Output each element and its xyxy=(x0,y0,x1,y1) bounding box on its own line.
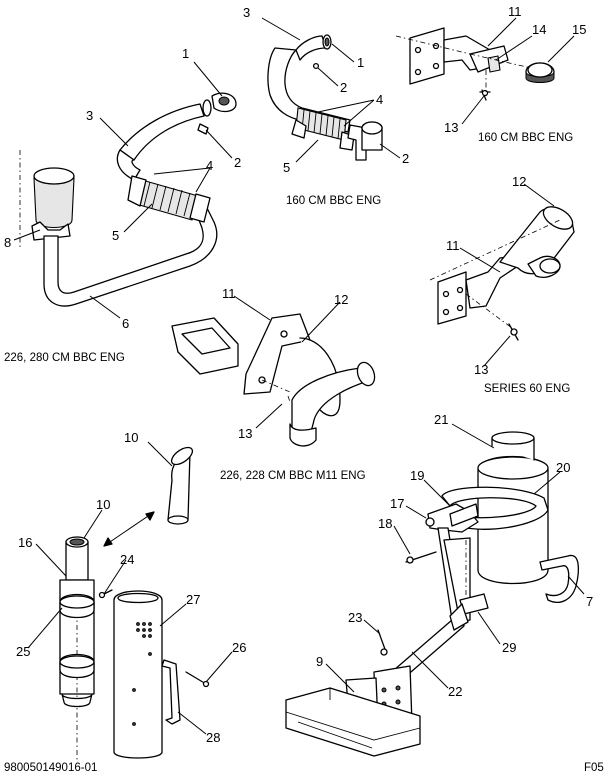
callout-25: 25 xyxy=(16,644,30,659)
callout-3: 3 xyxy=(243,5,250,20)
callout-5: 5 xyxy=(112,228,119,243)
callout-numbers: 3 1 2 4 5 2 11 14 15 13 1 3 2 4 5 8 6 12… xyxy=(4,4,593,745)
assembly-m11 xyxy=(171,313,376,447)
callout-13: 13 xyxy=(444,120,458,135)
assembly-left-exhaust-pipe xyxy=(19,92,237,307)
callout-20: 20 xyxy=(556,460,570,475)
callout-27: 27 xyxy=(186,592,200,607)
caption-160cm-right: 160 CM BBC ENG xyxy=(478,132,573,144)
callout-2: 2 xyxy=(234,155,241,170)
callout-12: 12 xyxy=(334,292,348,307)
callout-15: 15 xyxy=(572,22,586,37)
callout-6: 6 xyxy=(122,316,129,331)
callout-28: 28 xyxy=(206,730,220,745)
caption-226-280cm: 226, 280 CM BBC ENG xyxy=(4,352,125,364)
callout-7: 7 xyxy=(586,594,593,609)
callout-3: 3 xyxy=(86,108,93,123)
callout-10: 10 xyxy=(124,430,138,445)
captions: 160 CM BBC ENG 160 CM BBC ENG 226, 280 C… xyxy=(4,132,573,482)
callout-2: 2 xyxy=(340,80,347,95)
callout-24: 24 xyxy=(120,552,134,567)
bellows-left xyxy=(135,179,199,221)
caption-160cm-center: 160 CM BBC ENG xyxy=(286,195,381,207)
callout-2: 2 xyxy=(402,151,409,166)
callout-19: 19 xyxy=(410,468,424,483)
figure-code: F05 xyxy=(584,762,604,774)
callout-14: 14 xyxy=(532,22,546,37)
callout-11: 11 xyxy=(446,238,460,253)
callout-23: 23 xyxy=(348,610,362,625)
callout-26: 26 xyxy=(232,640,246,655)
callout-5: 5 xyxy=(283,160,290,175)
callout-17: 17 xyxy=(390,496,404,511)
assembly-muffler-stand xyxy=(285,431,580,757)
callout-4: 4 xyxy=(376,92,383,107)
callout-13: 13 xyxy=(474,362,488,377)
callout-18: 18 xyxy=(378,516,392,531)
callout-21: 21 xyxy=(434,412,448,427)
caption-m11: 226, 228 CM BBC M11 ENG xyxy=(220,470,366,482)
assembly-top-center-elbow xyxy=(267,34,383,161)
callout-11: 11 xyxy=(222,286,236,301)
document-number: 980050149016-01 xyxy=(4,762,97,774)
callout-13: 13 xyxy=(238,426,252,441)
callout-4: 4 xyxy=(206,158,213,173)
callout-10: 10 xyxy=(96,497,110,512)
callout-11: 11 xyxy=(508,4,522,19)
assembly-top-right-bracket xyxy=(395,27,555,101)
callout-9: 9 xyxy=(316,654,323,669)
callout-1: 1 xyxy=(182,46,189,61)
callout-1: 1 xyxy=(357,55,364,70)
callout-22: 22 xyxy=(448,684,462,699)
callout-8: 8 xyxy=(4,235,11,250)
callout-29: 29 xyxy=(502,640,516,655)
footer: 980050149016-01 F05 xyxy=(4,762,604,774)
callout-12: 12 xyxy=(512,174,526,189)
shield-holes xyxy=(132,622,152,726)
leader-lines xyxy=(13,17,585,735)
assembly-series60 xyxy=(429,206,575,341)
assembly-vertical-stack xyxy=(59,446,210,760)
clamp-15 xyxy=(525,62,555,83)
caption-series60: SERIES 60 ENG xyxy=(484,383,570,395)
callout-16: 16 xyxy=(18,535,32,550)
